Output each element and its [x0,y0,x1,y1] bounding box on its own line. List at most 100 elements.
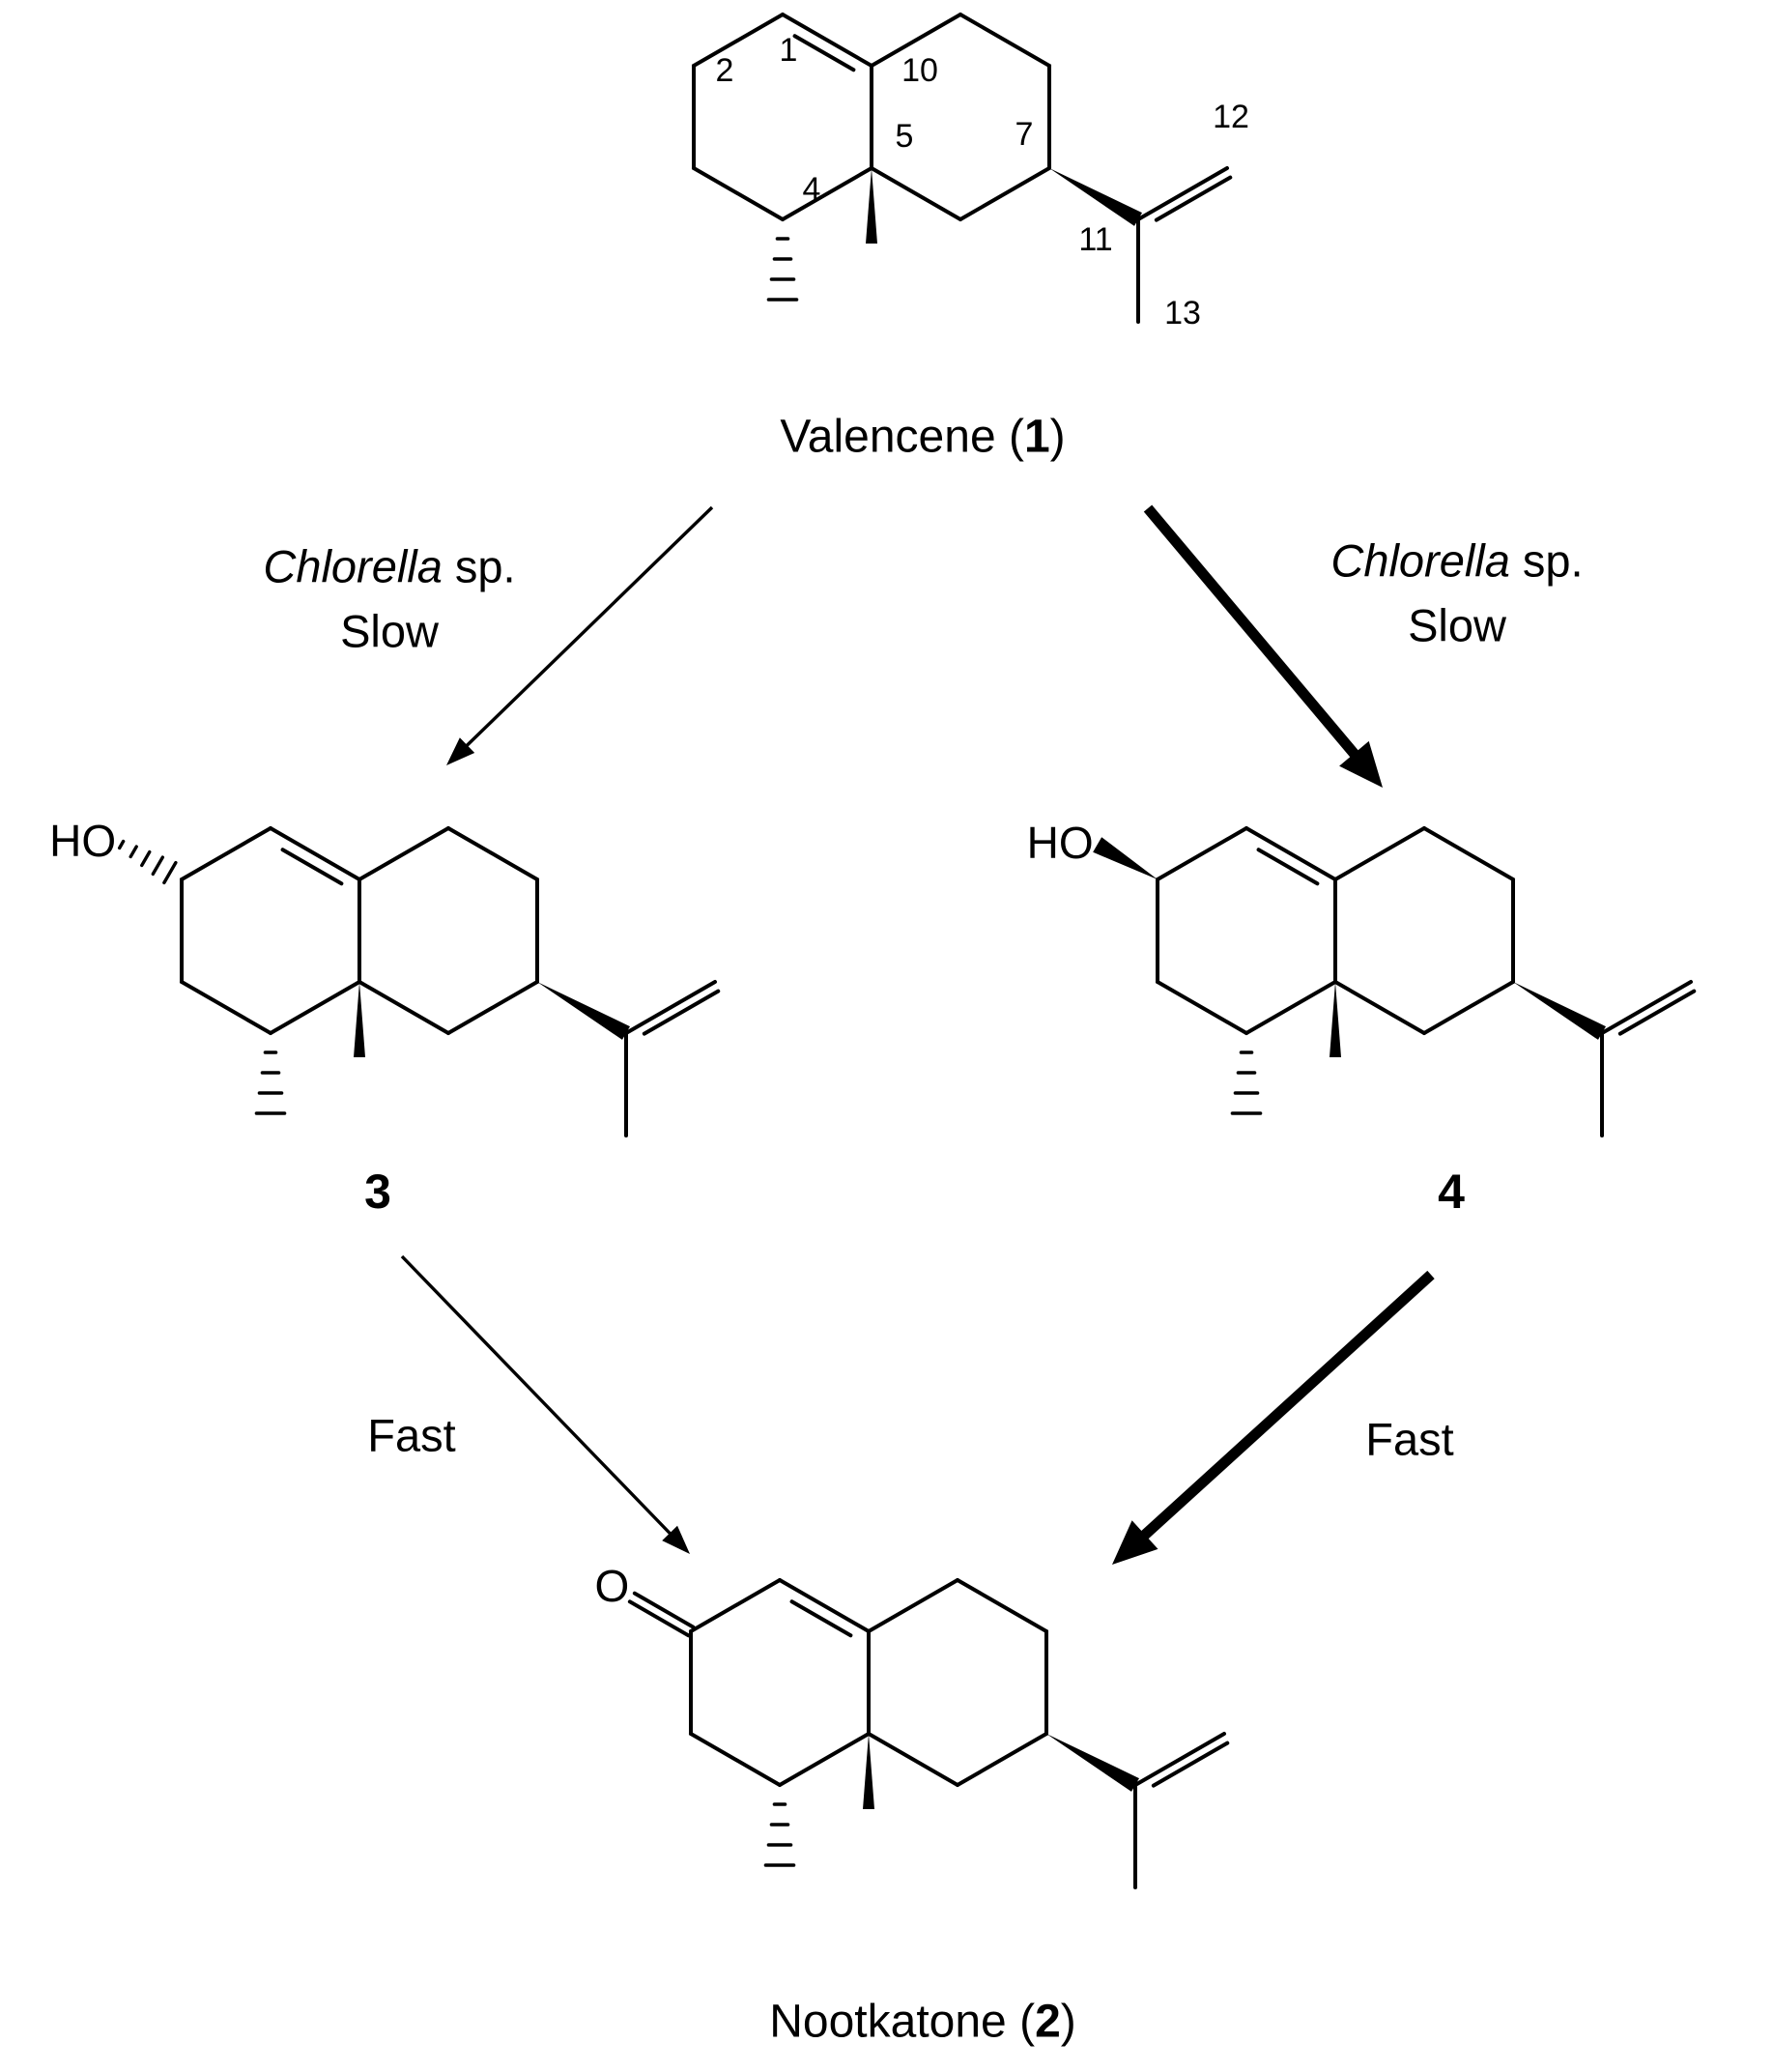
rate-slow-left: Slow [340,605,439,656]
bond [781,166,873,221]
hashed-hydroxyl-bond [129,845,138,859]
arrow-head [1112,1520,1158,1565]
rate-fast-left: Fast [367,1409,456,1461]
bond [624,980,717,1035]
bond [180,980,272,1035]
bond [1422,826,1515,881]
bond [446,826,539,881]
bond [642,989,721,1036]
bond [867,1732,959,1787]
methyl-wedge-bond [354,982,365,1057]
bond [180,826,272,881]
bond [1422,980,1515,1035]
organism-name-left: Chlorella [263,540,443,592]
bond [958,166,1051,221]
bond [692,13,785,68]
bond [269,980,361,1035]
bond [870,166,962,221]
compound3-label: 3 [364,1165,391,1219]
methyl-wedge-bond [866,168,877,244]
arrow-shaft [1136,1270,1435,1543]
arrow-shaft [400,1254,675,1539]
atom-number-5: 5 [896,118,914,155]
bond [1600,980,1693,1035]
carbonyl-bond [632,1591,696,1629]
bond [1154,175,1233,222]
methyl-wedge-bond [1330,982,1341,1057]
bond [1333,826,1426,881]
bond [958,13,1051,68]
bond [1151,1741,1230,1788]
atom-number-2: 2 [716,52,734,89]
arrow-compound3-to-nootkatone [400,1254,690,1554]
atom-number-10: 10 [901,52,938,89]
bond [778,1578,871,1633]
carbonyl-bond [627,1599,691,1638]
bond [689,1578,782,1633]
carbonyl-oxygen-label: O [594,1561,629,1611]
arrow-shaft [1143,504,1362,762]
rate-slow-right: Slow [1408,599,1506,650]
atom-number-7: 7 [1015,116,1034,153]
arrow-head [662,1525,690,1554]
bond [1333,980,1426,1035]
valencene-name-prefix: Valencene ( [780,411,1024,463]
atom-number-12: 12 [1213,99,1249,135]
bond [269,826,361,881]
nootkatone-number: 2 [1035,1996,1061,2048]
bond [1244,980,1337,1035]
valencene-label: Valencene (1) [780,411,1065,464]
bond [1256,848,1320,886]
valencene-number: 1 [1023,411,1050,463]
atom-number-11: 11 [1078,221,1112,258]
bond [867,1578,959,1633]
atom-number-13: 13 [1164,295,1201,331]
bond [357,826,450,881]
organism-line-right: Chlorella sp. [1330,529,1583,593]
isopropenyl-wedge-bond [1513,982,1606,1040]
bond [1617,989,1697,1036]
nootkatone-structure: O [594,1561,1230,1889]
compound4-label: 4 [1438,1165,1465,1219]
compound4-structure: HO [1027,818,1697,1137]
bond [792,34,856,72]
nootkatone-name-suffix: ) [1060,1996,1076,2048]
arrow-head [1339,740,1383,788]
bond [692,166,785,221]
compound3-structure: HO [49,816,721,1137]
reaction-label-valencene-to-3: Chlorella sp. Slow [263,534,515,663]
organism-suffix-left: sp. [442,540,516,592]
bond [357,980,450,1035]
atom-number-4: 4 [803,171,821,208]
bond [1136,166,1229,221]
bond [1244,826,1337,881]
hashed-hydroxyl-bond [140,849,152,868]
organism-suffix-right: sp. [1509,534,1584,587]
bond [1156,826,1248,881]
arrow-valencene-to-compound3 [446,505,714,765]
hashed-hydroxyl-bond [117,839,126,850]
hydroxyl-label: HO [49,816,116,866]
isopropenyl-wedge-bond [1046,1734,1139,1792]
nootkatone-name-prefix: Nootkatone ( [769,1996,1036,2048]
organism-name-right: Chlorella [1330,534,1510,587]
bond [789,1599,853,1638]
organism-line-left: Chlorella sp. [263,534,515,599]
bond [778,1732,871,1787]
rate-fast-right: Fast [1365,1413,1454,1465]
bond [956,1578,1048,1633]
bond [689,1732,782,1787]
hashed-hydroxyl-bond [151,855,165,877]
bond [956,1732,1048,1787]
arrow-compound4-to-nootkatone [1112,1270,1435,1565]
isopropenyl-wedge-bond [1049,168,1142,226]
atom-number-1: 1 [780,32,798,69]
reaction-label-valencene-to-4: Chlorella sp. Slow [1330,529,1583,657]
bond [1156,980,1248,1035]
arrow-valencene-to-compound4 [1143,504,1383,788]
bond [446,980,539,1035]
bond [870,13,962,68]
